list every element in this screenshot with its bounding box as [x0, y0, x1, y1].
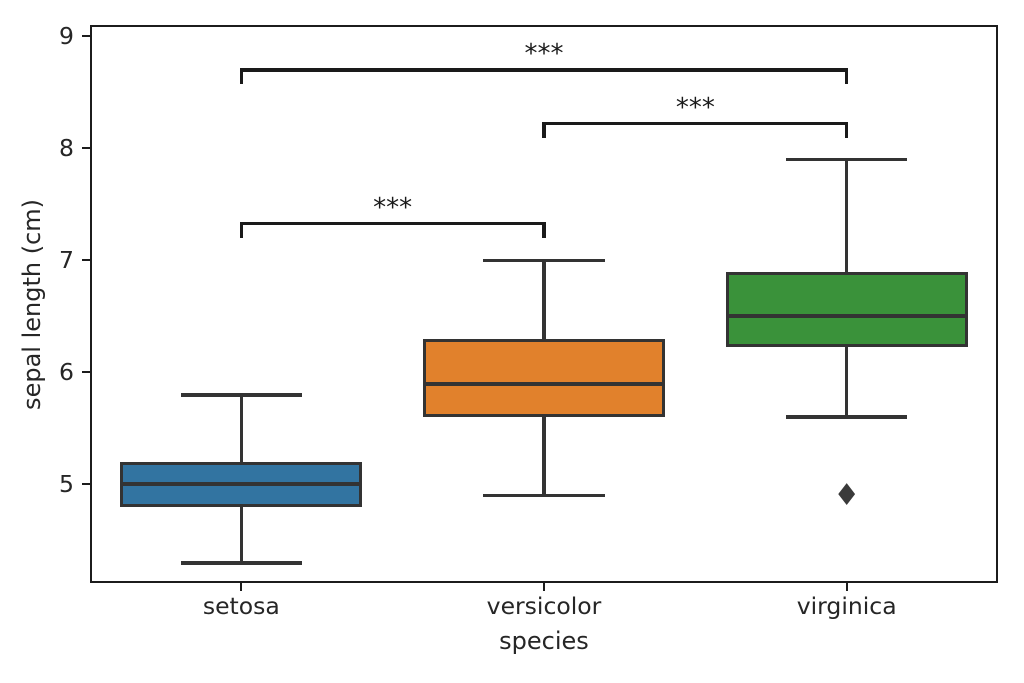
y-tick-label: 9 [59, 22, 74, 51]
y-tick-label: 5 [59, 470, 74, 499]
y-tick [82, 483, 90, 486]
y-tick-label: 8 [59, 134, 74, 163]
whisker-cap-top-versicolor [483, 258, 605, 263]
significance-bracket-bar [542, 121, 849, 126]
whisker-upper-virginica [844, 159, 849, 272]
y-tick [82, 371, 90, 374]
significance-bracket-end-right [844, 68, 849, 85]
x-tick [845, 583, 848, 591]
whisker-cap-bottom-versicolor [483, 493, 605, 498]
x-tick-label: virginica [796, 592, 897, 620]
whisker-lower-versicolor [542, 417, 546, 496]
whisker-cap-top-setosa [180, 393, 302, 397]
y-tick [82, 35, 90, 38]
y-tick [82, 259, 90, 262]
significance-bracket-end-right [844, 121, 849, 138]
significance-label: *** [373, 192, 413, 223]
whisker-cap-bottom-setosa [180, 561, 302, 565]
x-tick-label: setosa [202, 592, 280, 620]
significance-bracket-end-left [239, 68, 244, 85]
y-tick-label: 6 [59, 358, 74, 387]
median-line-virginica [725, 314, 968, 319]
median-line-setosa [120, 482, 363, 487]
whisker-upper-versicolor [542, 260, 546, 339]
whisker-cap-bottom-virginica [786, 415, 908, 419]
significance-label: *** [675, 92, 715, 123]
outlier-point-virginica: ♦ [833, 477, 861, 513]
whisker-lower-setosa [239, 506, 244, 563]
box-versicolor [422, 338, 666, 418]
significance-bracket-bar [239, 68, 849, 72]
whisker-cap-top-virginica [786, 157, 908, 162]
significance-label: *** [524, 39, 564, 70]
x-tick-label: versicolor [486, 592, 602, 620]
y-tick [82, 147, 90, 150]
y-tick-label: 7 [59, 246, 74, 275]
significance-bracket-end-left [239, 221, 244, 238]
whisker-upper-setosa [239, 394, 244, 462]
significance-bracket-end-right [542, 221, 546, 238]
significance-bracket-bar [239, 221, 546, 226]
x-tick [543, 583, 545, 591]
x-axis-label: species [499, 627, 589, 655]
median-line-versicolor [422, 381, 666, 386]
significance-bracket-end-left [542, 121, 546, 138]
y-axis-label-wrap: sepal length (cm) [0, 25, 64, 583]
whisker-lower-virginica [844, 347, 849, 418]
x-tick [240, 583, 243, 591]
box-virginica [725, 271, 968, 348]
